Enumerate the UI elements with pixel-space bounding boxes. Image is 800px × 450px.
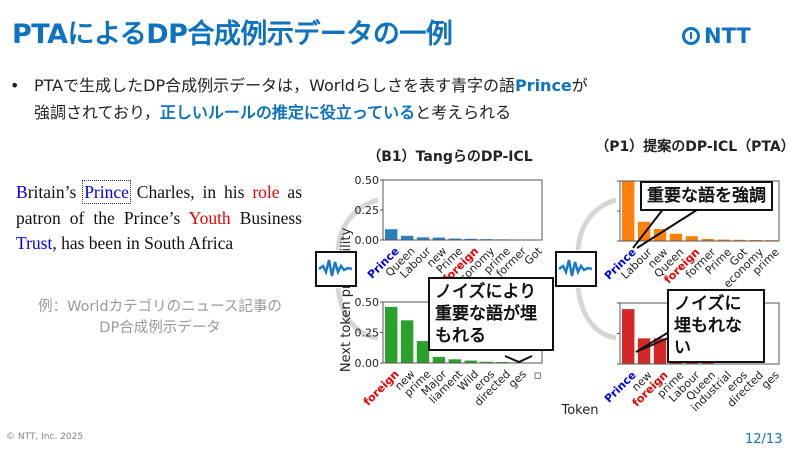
ntt-logo: NTT [682, 24, 751, 48]
page-title: PTAによるDP合成例示データの一例 [12, 19, 453, 50]
plot-frame [382, 179, 543, 241]
bullet-text: 強調されており， [34, 103, 160, 122]
x-axis-label: Token [561, 403, 599, 418]
bar [448, 359, 461, 363]
caption-line: 例：Worldカテゴリのニュース記事の [38, 299, 282, 315]
bar [733, 239, 746, 241]
y-tick-label: 0.50 [355, 174, 380, 187]
y-tick-label: 0.00 [355, 357, 380, 370]
y-tick-label: 0.25 [355, 327, 380, 340]
caption-line: DP合成例示データ [99, 320, 221, 336]
word-red: Youth [188, 207, 231, 228]
chart-title-b1: （B1）TangらのDP-ICL [367, 149, 533, 165]
bar [717, 239, 730, 241]
bar [701, 362, 714, 364]
word: Charles, in his [128, 182, 253, 202]
arrow-icon [575, 197, 617, 251]
ntt-logo-icon [682, 27, 700, 45]
logo-text: NTT [704, 24, 751, 48]
bar-chart-b1top: 0.000.250.50PrinceQueenLabournewPrimefor… [355, 174, 546, 289]
bar [448, 238, 461, 240]
bullet-highlight: Prince [514, 76, 572, 95]
bar [416, 237, 430, 240]
bar [464, 360, 477, 363]
arrow-icon [335, 287, 379, 341]
bar [385, 229, 398, 240]
word-red: role [252, 182, 280, 202]
flow-arrows [335, 197, 617, 341]
x-tick-label: Got [522, 244, 546, 268]
word: , has been in South Africa [52, 233, 234, 253]
bullet-text: が [571, 76, 588, 95]
bullet-point: • PTAで生成したDP合成例示データは，Worldらしさを表す青字の語Prin… [10, 72, 588, 126]
word: Business [230, 207, 302, 228]
y-tick-label: 0.25 [355, 204, 380, 217]
waveform-icon-p1 [555, 251, 597, 287]
bar [480, 361, 493, 363]
chart-title-p1: （P1）提案のDP-ICL（PTA） [595, 139, 795, 155]
y-tick-label: 0.50 [355, 296, 380, 309]
page-number: 12/13 [745, 432, 783, 447]
arrow-icon [335, 197, 379, 251]
bar [701, 238, 714, 241]
word-blue: Trust [16, 233, 53, 253]
word: as patron of the Prince’s [16, 182, 303, 228]
bar [622, 181, 635, 241]
bar [400, 320, 414, 363]
bar [432, 237, 446, 240]
bar [416, 341, 430, 363]
callout-emphasize: 重要な語を強調 [640, 181, 773, 211]
x-tick-label: ges [759, 368, 782, 391]
bar [400, 235, 414, 240]
bar [432, 356, 446, 363]
bar [464, 238, 477, 240]
example-caption: 例：Worldカテゴリのニュース記事の DP合成例示データ [10, 297, 310, 339]
y-axis-label: Next token probability [339, 228, 354, 373]
x-tick-label: ges [506, 367, 529, 390]
bar [685, 236, 698, 241]
bar [653, 338, 667, 364]
bar [669, 233, 683, 241]
word: ritain’s [27, 182, 85, 202]
bullet-icon: • [10, 76, 20, 95]
waveform-icon-b1 [315, 251, 357, 287]
bar [622, 309, 635, 364]
callout-not-buried: ノイズに埋もれない [667, 289, 765, 363]
arrow-icon [575, 287, 617, 341]
bar [385, 306, 398, 363]
bullet-highlight: 正しいルールの推定に役立っている [159, 103, 416, 122]
y-tick-label: 0.00 [355, 234, 380, 247]
word-blue-boxed: Prince [82, 180, 131, 204]
bullet-text: PTAで生成したDP合成例示データは，Worldらしさを表す青字の語 [34, 76, 515, 95]
copyright: © NTT, Inc. 2025 [6, 432, 84, 442]
callout-noise: ノイズにより重要な語が埋もれる [428, 277, 554, 351]
example-passage: Britain’s Prince Charles, in his role as… [16, 180, 302, 257]
word-blue: B [16, 182, 28, 202]
bullet-text: と考えられる [415, 103, 512, 122]
x-tick-label: ◇ [530, 367, 546, 383]
